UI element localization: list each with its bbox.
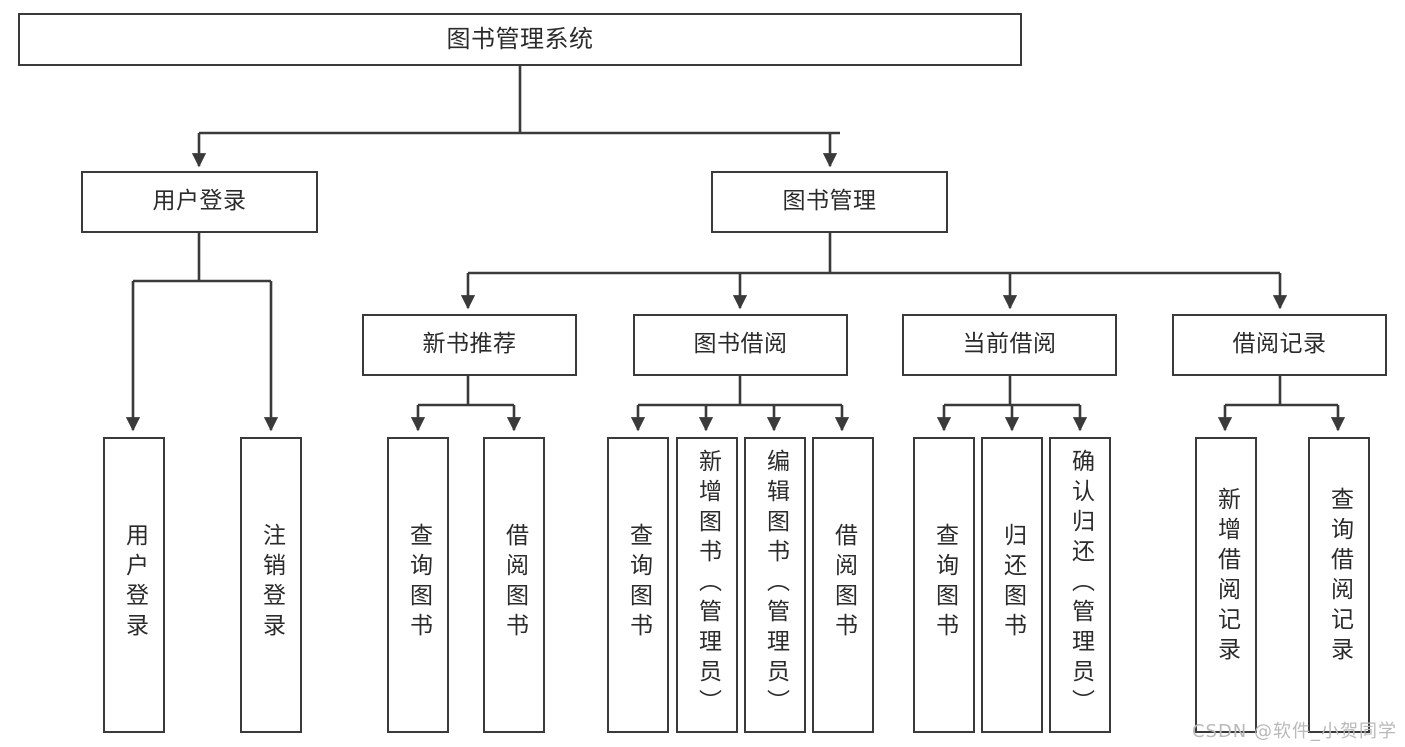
node-leaf-edit-book[interactable]: 编辑图书（管理员）	[744, 437, 806, 733]
node-book-management[interactable]: 图书管理	[711, 171, 948, 233]
node-leaf-query-book-3[interactable]: 查询图书	[913, 437, 975, 733]
node-borrow-record[interactable]: 借阅记录	[1172, 314, 1387, 376]
node-leaf-return-book[interactable]: 归还图书	[981, 437, 1043, 733]
node-leaf-logout[interactable]: 注销登录	[240, 437, 302, 733]
node-leaf-borrow-book-1-label: 借阅图书	[501, 523, 528, 643]
node-leaf-query-book-3-label: 查询图书	[931, 523, 958, 643]
node-leaf-query-record[interactable]: 查询借阅记录	[1308, 437, 1370, 733]
node-book-borrow[interactable]: 图书借阅	[633, 314, 848, 376]
node-user-login[interactable]: 用户登录	[81, 171, 318, 233]
node-leaf-confirm-return[interactable]: 确认归还（管理员）	[1049, 437, 1111, 733]
node-leaf-query-book-1-label: 查询图书	[405, 523, 432, 643]
node-leaf-add-book[interactable]: 新增图书（管理员）	[676, 437, 738, 733]
node-borrow-record-label: 借阅记录	[1232, 331, 1327, 358]
node-leaf-borrow-book-2-label: 借阅图书	[830, 523, 857, 643]
node-leaf-add-record-label: 新增借阅记录	[1213, 487, 1240, 667]
node-new-book-recommend[interactable]: 新书推荐	[362, 314, 577, 376]
node-leaf-edit-book-label: 编辑图书（管理员）	[762, 449, 789, 719]
node-leaf-confirm-return-label: 确认归还（管理员）	[1067, 449, 1094, 719]
node-current-borrow[interactable]: 当前借阅	[902, 314, 1117, 376]
node-leaf-user-login-label: 用户登录	[121, 523, 148, 643]
node-root[interactable]: 图书管理系统	[18, 13, 1022, 66]
node-leaf-query-record-label: 查询借阅记录	[1326, 487, 1353, 667]
node-book-management-label: 图书管理	[782, 188, 877, 215]
node-leaf-query-book-2[interactable]: 查询图书	[607, 437, 669, 733]
node-leaf-logout-label: 注销登录	[258, 523, 285, 643]
node-leaf-borrow-book-1[interactable]: 借阅图书	[483, 437, 545, 733]
node-leaf-add-book-label: 新增图书（管理员）	[694, 449, 721, 719]
node-leaf-borrow-book-2[interactable]: 借阅图书	[812, 437, 874, 733]
node-new-book-recommend-label: 新书推荐	[422, 331, 517, 358]
watermark: CSDN @软件_小贺同学	[1191, 721, 1397, 742]
node-user-login-label: 用户登录	[152, 188, 247, 215]
node-root-label: 图书管理系统	[446, 25, 594, 54]
node-leaf-add-record[interactable]: 新增借阅记录	[1195, 437, 1257, 733]
node-current-borrow-label: 当前借阅	[962, 331, 1057, 358]
node-book-borrow-label: 图书借阅	[693, 331, 788, 358]
node-leaf-return-book-label: 归还图书	[999, 523, 1026, 643]
node-leaf-query-book-1[interactable]: 查询图书	[387, 437, 449, 733]
node-leaf-user-login[interactable]: 用户登录	[103, 437, 165, 733]
node-leaf-query-book-2-label: 查询图书	[625, 523, 652, 643]
